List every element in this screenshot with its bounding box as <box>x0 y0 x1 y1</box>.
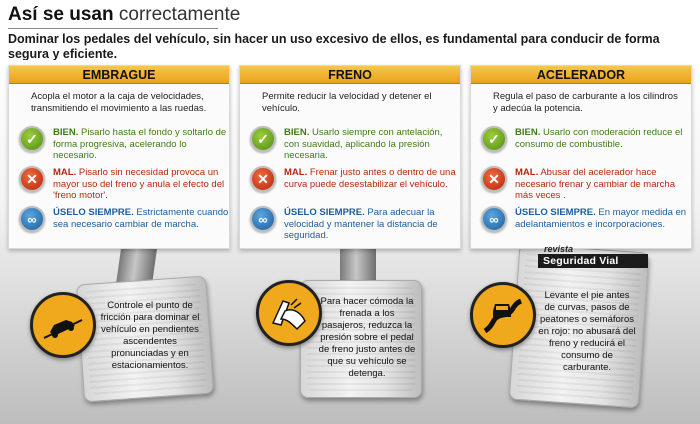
bad-text: Abusar del acelerador hace necesario fre… <box>515 167 675 201</box>
tip-brake: Para hacer cómoda la frenada a los pasaj… <box>318 296 416 379</box>
tip-accelerator: Levante el pie antes de curvas, pasos de… <box>538 290 636 373</box>
panel-description: Regula el paso de carburante a los cilin… <box>493 91 678 114</box>
car-on-curve-glyph <box>483 298 523 334</box>
use-row: ∞ ÚSELO SIEMPRE. Estrictamente cuando se… <box>9 205 229 245</box>
check-icon: ✓ <box>19 126 45 152</box>
magazine-logo: revista Seguridad Vial <box>538 244 648 268</box>
good-text: Usarlo con moderación reduce el consumo … <box>515 127 683 150</box>
bad-label: MAL. <box>515 167 539 178</box>
bad-text: Frenar justo antes o dentro de una curva… <box>284 167 456 190</box>
check-icon: ✓ <box>250 126 276 152</box>
good-label: BIEN. <box>284 127 310 138</box>
tip-clutch: Controle el punto de fricción para domin… <box>100 300 200 371</box>
use-text: Para adecuar la velocidad y mantener la … <box>284 207 438 241</box>
good-row: ✓ BIEN. Usarlo siempre con antelación, c… <box>240 125 460 165</box>
panel-title: ACELERADOR <box>471 66 691 84</box>
foot-on-pedal-icon <box>256 280 322 346</box>
panel-description: Acopla el motor a la caja de velocidades… <box>31 91 207 114</box>
cross-icon: ✕ <box>250 166 276 192</box>
infinity-icon: ∞ <box>250 206 276 232</box>
panel-clutch: EMBRAGUE Acopla el motor a la caja de ve… <box>8 65 230 249</box>
use-text: En mayor medida en adelantamientos e inc… <box>515 207 687 230</box>
title-light: correctamente <box>118 4 241 25</box>
use-label: ÚSELO SIEMPRE. <box>515 207 596 218</box>
panel-title: EMBRAGUE <box>9 66 229 84</box>
bad-text: Pisarlo sin necesidad provoca un mayor u… <box>53 167 225 201</box>
car-on-curve-icon <box>470 282 536 348</box>
title-underline <box>8 28 218 29</box>
good-label: BIEN. <box>515 127 541 138</box>
bad-label: MAL. <box>53 167 77 178</box>
bad-row: ✕ MAL. Pisarlo sin necesidad provoca un … <box>9 165 229 205</box>
logo-line1: revista <box>544 244 574 254</box>
intro-text: Dominar los pedales del vehículo, sin ha… <box>8 32 660 61</box>
car-on-slope-icon <box>30 292 96 358</box>
brake-pedal <box>300 280 422 398</box>
check-icon: ✓ <box>481 126 507 152</box>
logo-line2: Seguridad Vial <box>538 254 648 268</box>
good-text: Usarlo siempre con antelación, con suavi… <box>284 127 443 161</box>
good-row: ✓ BIEN. Pisarlo hasta el fondo y soltarl… <box>9 125 229 165</box>
infinity-icon: ∞ <box>481 206 507 232</box>
use-row: ∞ ÚSELO SIEMPRE. Para adecuar la velocid… <box>240 205 460 245</box>
bad-row: ✕ MAL. Frenar justo antes o dentro de un… <box>240 165 460 205</box>
foot-on-pedal-glyph <box>271 298 306 331</box>
use-text: Estrictamente cuando sea necesario cambi… <box>53 207 229 230</box>
use-label: ÚSELO SIEMPRE. <box>284 207 365 218</box>
bad-row: ✕ MAL. Abusar del acelerador hace necesa… <box>471 165 691 205</box>
page-title: Así se usan correctamente <box>8 4 240 26</box>
good-label: BIEN. <box>53 127 79 138</box>
good-row: ✓ BIEN. Usarlo con moderación reduce el … <box>471 125 691 165</box>
car-on-slope-glyph <box>43 319 83 339</box>
panel-title: FRENO <box>240 66 460 84</box>
cross-icon: ✕ <box>481 166 507 192</box>
cross-icon: ✕ <box>19 166 45 192</box>
bad-label: MAL. <box>284 167 308 178</box>
infinity-icon: ∞ <box>19 206 45 232</box>
panel-brake: FRENO Permite reducir la velocidad y det… <box>239 65 461 249</box>
panel-description: Permite reducir la velocidad y detener e… <box>262 91 432 114</box>
use-label: ÚSELO SIEMPRE. <box>53 207 134 218</box>
good-text: Pisarlo hasta el fondo y soltarlo de for… <box>53 127 227 161</box>
title-bold: Así se usan <box>8 4 114 25</box>
use-row: ∞ ÚSELO SIEMPRE. En mayor medida en adel… <box>471 205 691 245</box>
panel-accelerator: ACELERADOR Regula el paso de carburante … <box>470 65 692 249</box>
